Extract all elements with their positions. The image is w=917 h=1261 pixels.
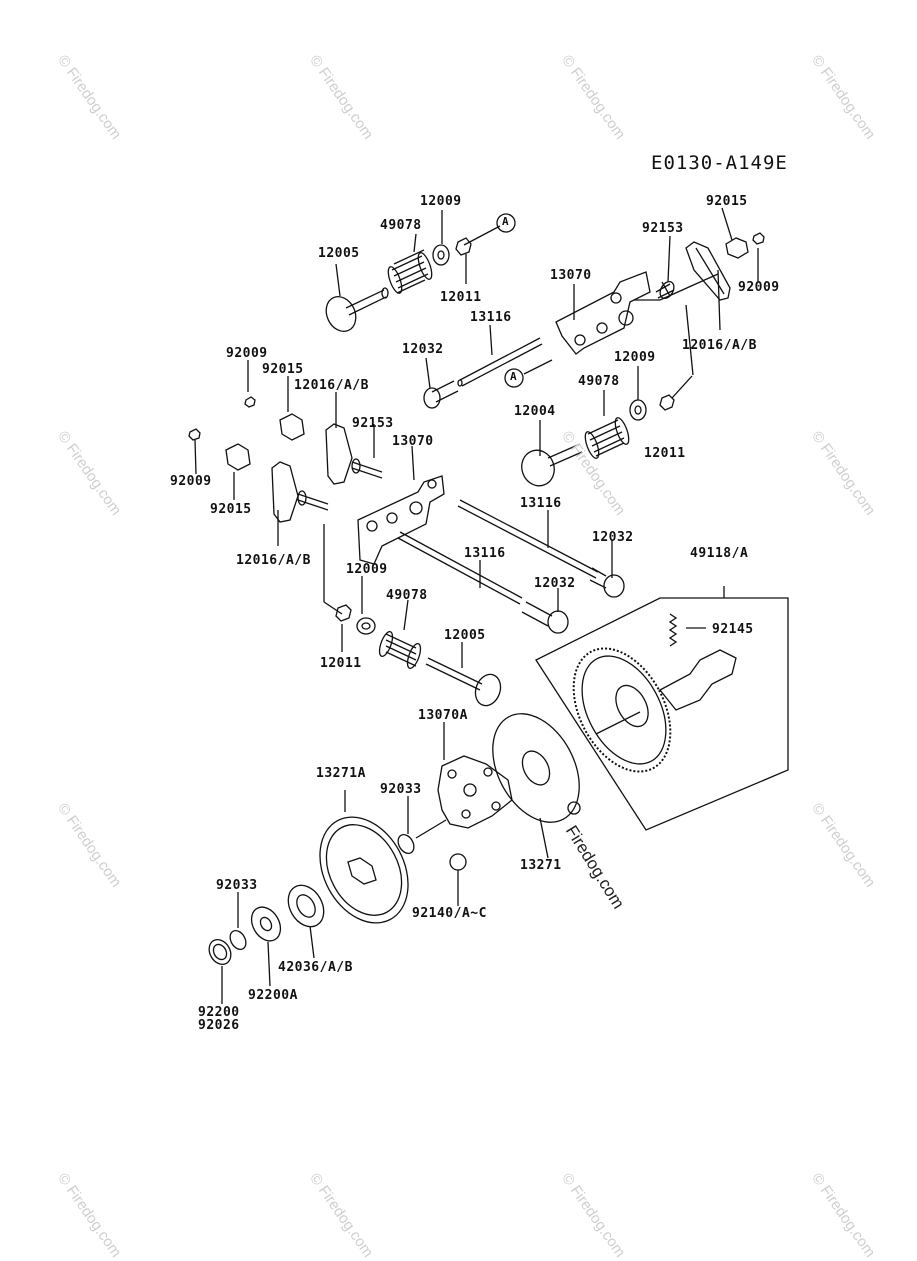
spring-49078-top — [387, 249, 433, 294]
ref-label-a: A — [502, 215, 510, 228]
part-label: 92153 — [642, 221, 684, 236]
ref-label-a: A — [510, 370, 518, 383]
part-label: 13070A — [418, 708, 468, 723]
part-label: 12016/A/B — [682, 338, 757, 353]
spring-49078-low — [378, 631, 422, 669]
rocker-bracket-13070-left — [357, 475, 445, 565]
retainer-12009-mid — [629, 399, 647, 421]
pushrod-13116-top — [457, 337, 543, 387]
nut-92009-top — [752, 232, 765, 245]
part-label: 12005 — [318, 246, 360, 261]
part-label: 92200 — [198, 1005, 240, 1020]
cam-gear — [572, 647, 737, 773]
nut-92009-left-b — [188, 428, 201, 441]
part-label: 92153 — [352, 416, 394, 431]
part-label: 92200A — [248, 988, 298, 1003]
part-label: 13116 — [520, 496, 562, 511]
ref-circle-a-top — [496, 213, 516, 233]
part-label: 13116 — [470, 310, 512, 325]
part-label: 49078 — [380, 218, 422, 233]
part-label: 12004 — [514, 404, 556, 419]
retainer-12009-low — [356, 617, 376, 635]
valve-12005-top — [325, 287, 389, 333]
washer-92200 — [208, 939, 232, 965]
part-label: 92033 — [216, 878, 258, 893]
tappet-12032-top — [423, 380, 459, 409]
pushrod-13116-mid — [457, 499, 599, 579]
part-label: 12009 — [420, 194, 462, 209]
collet-12011-low — [335, 604, 352, 622]
part-label: 12011 — [440, 290, 482, 305]
ref-circle-a-mid — [504, 368, 524, 388]
nut-92015-left-a — [279, 413, 305, 441]
part-label: 49118/A — [690, 546, 749, 561]
spring-49078-mid — [584, 417, 630, 459]
part-label: 12011 — [320, 656, 362, 671]
part-label: 92145 — [712, 622, 754, 637]
part-label: 92015 — [262, 362, 304, 377]
part-label: 12005 — [444, 628, 486, 643]
part-label: 12032 — [592, 530, 634, 545]
part-label: 12016/A/B — [294, 378, 369, 393]
nut-92015-top — [725, 237, 749, 259]
part-label: 13271A — [316, 766, 366, 781]
part-label: 12009 — [346, 562, 388, 577]
retainer-12009-top — [432, 244, 450, 266]
part-label: 13070 — [392, 434, 434, 449]
circlip-92033-low — [229, 930, 247, 950]
part-label: 13070 — [550, 268, 592, 283]
part-label: 92015 — [706, 194, 748, 209]
washer-92200A — [250, 906, 282, 942]
nut-92009-left-a — [244, 396, 256, 408]
circlip-92033-mid — [397, 834, 415, 854]
part-label: 92009 — [226, 346, 268, 361]
bearing-42036 — [287, 884, 325, 928]
tappet-12032-low — [521, 601, 569, 634]
tappet-12032-mid — [589, 567, 625, 598]
part-label: 49078 — [578, 374, 620, 389]
collet-12011-mid — [659, 394, 675, 411]
part-label: 12032 — [402, 342, 444, 357]
nut-92015-left-b — [225, 443, 251, 471]
part-label: 92033 — [380, 782, 422, 797]
valve-12004 — [521, 443, 583, 487]
collet-12011-top — [455, 237, 472, 256]
adjust-screw-92153-left-b — [297, 493, 329, 511]
diagram-code: E0130-A149E — [651, 152, 788, 174]
camshaft-frame — [535, 597, 789, 831]
rocker-arm-12016-left-a — [325, 423, 353, 485]
part-label: 49078 — [386, 588, 428, 603]
adjust-screw-92153-left — [351, 461, 383, 479]
part-label: 92140/A~C — [412, 906, 487, 921]
part-label: 92015 — [210, 502, 252, 517]
part-label: 12016/A/B — [236, 553, 311, 568]
pushrod-13116-low — [397, 531, 523, 605]
part-label: 13271 — [520, 858, 562, 873]
ball-92140 — [449, 853, 467, 871]
part-label: 92026 — [198, 1018, 240, 1033]
part-label: 92009 — [738, 280, 780, 295]
disc-13271 — [492, 713, 581, 823]
gear-13271A — [319, 816, 409, 924]
spring-92145 — [668, 613, 678, 647]
part-label: 92009 — [170, 474, 212, 489]
part-label: 42036/A/B — [278, 960, 353, 975]
part-label: 12009 — [614, 350, 656, 365]
parts-diagram — [188, 207, 789, 1004]
rocker-arm-12016-top — [685, 241, 731, 301]
part-label: 12011 — [644, 446, 686, 461]
valve-12005-low — [425, 657, 502, 707]
part-label: 13116 — [464, 546, 506, 561]
rocker-bracket-13070-top — [555, 271, 651, 355]
part-label: 12032 — [534, 576, 576, 591]
governor-13070A — [437, 755, 513, 829]
rocker-arm-12016-left-b — [271, 461, 299, 523]
